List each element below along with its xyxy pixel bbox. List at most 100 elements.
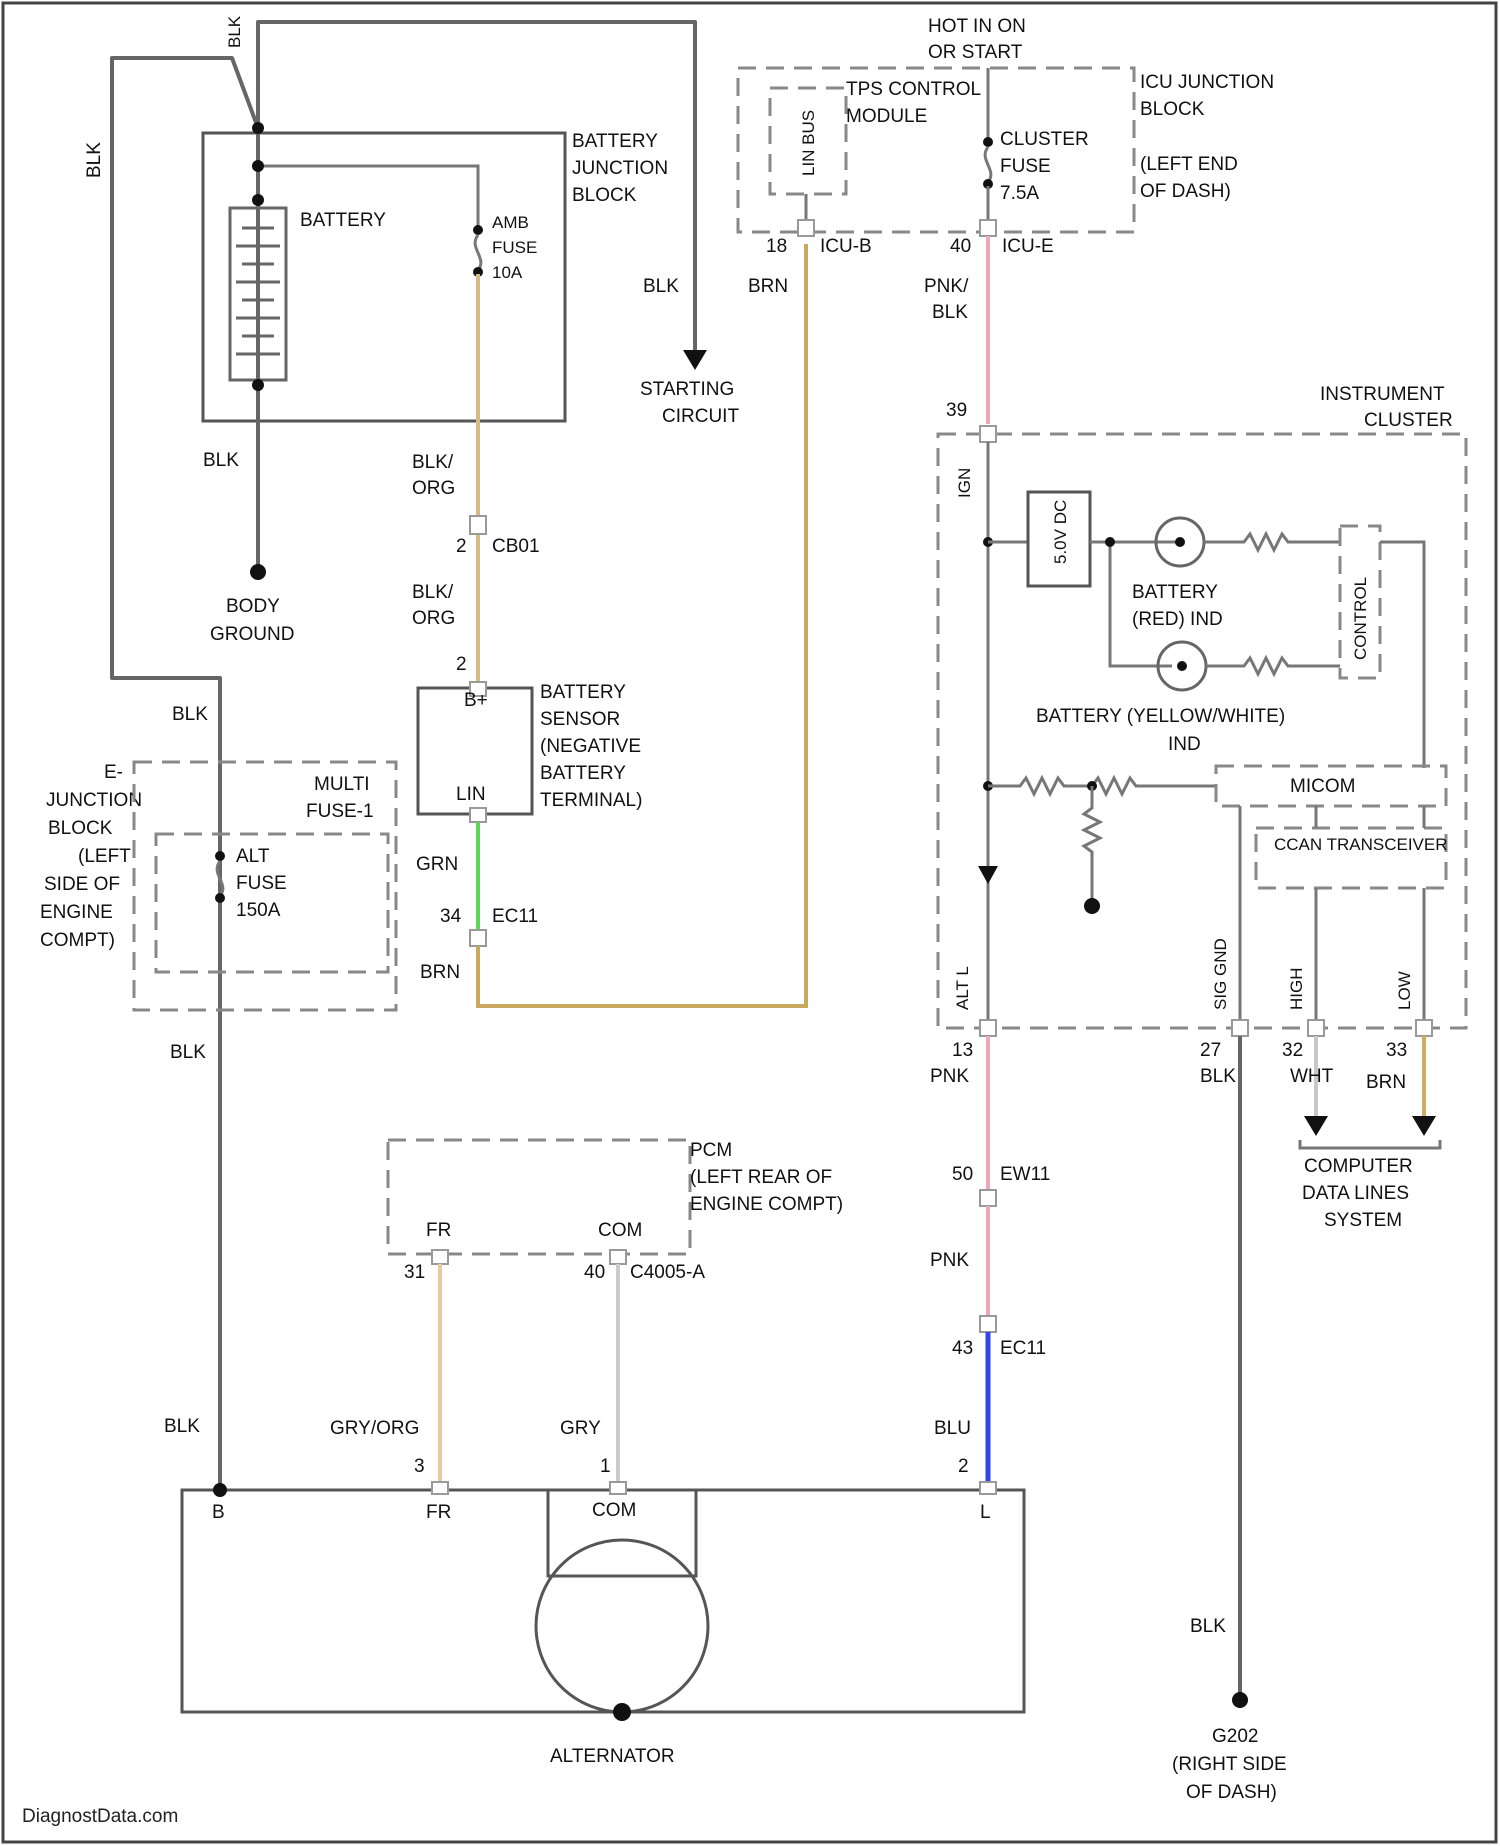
five-volt-dc-label: 5.0V DC bbox=[1051, 500, 1070, 564]
bracket-computer-data-lines bbox=[1300, 1140, 1440, 1148]
alternator-l-terminal bbox=[980, 1482, 996, 1494]
wire-color-pnk-blk-1: PNK/ bbox=[924, 276, 969, 297]
wire-color-blk-mid: BLK bbox=[172, 704, 208, 725]
connector-cluster-27 bbox=[1232, 1020, 1248, 1036]
connector-pcm-31 bbox=[432, 1250, 448, 1264]
arrow-can-high bbox=[1304, 1116, 1328, 1136]
alt-fuse-label-3: 150A bbox=[236, 900, 281, 921]
wire-color-blk-sig-gnd: BLK bbox=[1200, 1066, 1236, 1087]
cluster-pin-39: 39 bbox=[946, 400, 967, 421]
e-jb-label-7: COMPT) bbox=[40, 930, 115, 951]
wire-color-blk-org-1b: ORG bbox=[412, 478, 455, 499]
alt-fr-pin-3: 3 bbox=[414, 1456, 425, 1477]
connector-icu-b-18 bbox=[798, 220, 814, 236]
battery-negative-terminal bbox=[252, 379, 264, 391]
wire-color-blk-org-1a: BLK/ bbox=[412, 452, 454, 473]
ccan-label: CCAN TRANSCEIVER bbox=[1274, 835, 1448, 854]
alternator-com-label: COM bbox=[592, 1500, 636, 1521]
instrument-cluster-box bbox=[938, 434, 1466, 1028]
battery-junction-block-label-3: BLOCK bbox=[572, 185, 637, 206]
wire-color-pnk-blk-2: BLK bbox=[932, 302, 968, 323]
ew11-label: EW11 bbox=[1000, 1164, 1050, 1185]
e-jb-label-2: JUNCTION bbox=[46, 790, 142, 811]
battery-junction-block-label-1: BATTERY bbox=[572, 131, 658, 152]
arrow-can-low bbox=[1412, 1116, 1436, 1136]
splice-battery-top bbox=[252, 122, 264, 134]
cluster-fuse-label-3: 7.5A bbox=[1000, 183, 1039, 204]
icu-jb-label-3: (LEFT END bbox=[1140, 154, 1238, 175]
high-label: HIGH bbox=[1287, 968, 1306, 1011]
amb-fuse-label-2: FUSE bbox=[492, 238, 537, 257]
wire-color-blu: BLU bbox=[934, 1418, 971, 1439]
sensor-label-3: (NEGATIVE bbox=[540, 736, 641, 757]
sensor-label-2: SENSOR bbox=[540, 709, 620, 730]
sensor-label-1: BATTERY bbox=[540, 682, 626, 703]
multi-fuse-label-1: MULTI bbox=[314, 774, 370, 795]
body-ground-point bbox=[250, 564, 266, 580]
instrument-cluster-label-2: CLUSTER bbox=[1364, 410, 1453, 431]
wire-color-pnk-a: PNK bbox=[930, 1066, 969, 1087]
cluster-pin-13: 13 bbox=[952, 1040, 973, 1061]
amb-fuse-label-3: 10A bbox=[492, 263, 523, 282]
alternator-b-label: B bbox=[212, 1502, 225, 1523]
icu-e-label: ICU-E bbox=[1002, 236, 1054, 257]
wire-color-blk-left: BLK bbox=[84, 142, 105, 178]
sensor-label-5: TERMINAL) bbox=[540, 790, 642, 811]
resistor-red-lamp bbox=[1204, 534, 1340, 550]
or-start-label: OR START bbox=[928, 42, 1023, 63]
ec11-pin-34: 34 bbox=[440, 906, 462, 927]
alternator-box bbox=[182, 1490, 1024, 1712]
ground-g202-point bbox=[1232, 1692, 1248, 1708]
alt-l-pin-2: 2 bbox=[958, 1456, 969, 1477]
alternator-l-label: L bbox=[980, 1502, 991, 1523]
arrow-alt-l bbox=[978, 866, 998, 884]
control-label: CONTROL bbox=[1351, 577, 1370, 660]
pcm-pin-40: 40 bbox=[584, 1262, 605, 1283]
splice-5v-out bbox=[1105, 537, 1115, 547]
cb01-pin: 2 bbox=[456, 536, 467, 557]
e-jb-label-5: SIDE OF bbox=[44, 874, 120, 895]
wire-color-blk-starting: BLK bbox=[643, 276, 679, 297]
starting-circuit-label-2: CIRCUIT bbox=[662, 406, 739, 427]
connector-cluster-39 bbox=[980, 426, 996, 442]
wire-color-grn: GRN bbox=[416, 854, 458, 875]
body-ground-label-2: GROUND bbox=[210, 624, 294, 645]
alternator-ground-point bbox=[613, 1703, 631, 1721]
ew11-pin-50: 50 bbox=[952, 1164, 973, 1185]
connector-ec11-43 bbox=[980, 1316, 996, 1332]
g202-label-1: G202 bbox=[1212, 1726, 1258, 1747]
alternator-fr-terminal bbox=[432, 1482, 448, 1494]
pcm-com-label: COM bbox=[598, 1220, 642, 1241]
cluster-internal-ground bbox=[1084, 898, 1100, 914]
wire-color-brn-can: BRN bbox=[1366, 1072, 1406, 1093]
e-jb-label-4: (LEFT bbox=[78, 846, 131, 867]
pcm-fr-label: FR bbox=[426, 1220, 451, 1241]
connector-ew11-50 bbox=[980, 1190, 996, 1206]
sig-gnd-label: SIG GND bbox=[1211, 938, 1230, 1010]
connector-ec11-34 bbox=[470, 930, 486, 946]
e-jb-label-1: E- bbox=[104, 762, 123, 783]
alt-fuse-symbol bbox=[215, 851, 225, 903]
connector-cluster-33 bbox=[1416, 1020, 1432, 1036]
alternator-b-terminal bbox=[213, 1483, 227, 1497]
amb-fuse-symbol bbox=[473, 225, 483, 277]
ign-label: IGN bbox=[955, 468, 974, 498]
arrow-starting-circuit bbox=[683, 350, 707, 370]
alt-fuse-label-1: ALT bbox=[236, 846, 270, 867]
pcm-pin-31: 31 bbox=[404, 1262, 425, 1283]
cb01-label: CB01 bbox=[492, 536, 540, 557]
body-ground-label-1: BODY bbox=[226, 596, 280, 617]
battery-yellow-label-1: BATTERY (YELLOW/WHITE) bbox=[1036, 706, 1285, 727]
alternator-label: ALTERNATOR bbox=[550, 1746, 675, 1767]
icu-e-pin-40: 40 bbox=[950, 236, 971, 257]
amb-fuse-label-1: AMB bbox=[492, 213, 529, 232]
sensor-label-4: BATTERY bbox=[540, 763, 626, 784]
g202-label-2: (RIGHT SIDE bbox=[1172, 1754, 1287, 1775]
starting-circuit-label-1: STARTING bbox=[640, 379, 734, 400]
multi-fuse-label-2: FUSE-1 bbox=[306, 801, 374, 822]
cluster-fuse-label-1: CLUSTER bbox=[1000, 129, 1089, 150]
alt-l-label: ALT L bbox=[953, 966, 972, 1010]
lin-bus-label: LIN BUS bbox=[799, 110, 818, 176]
connector-cluster-13 bbox=[980, 1020, 996, 1036]
tps-label-2: MODULE bbox=[846, 106, 927, 127]
